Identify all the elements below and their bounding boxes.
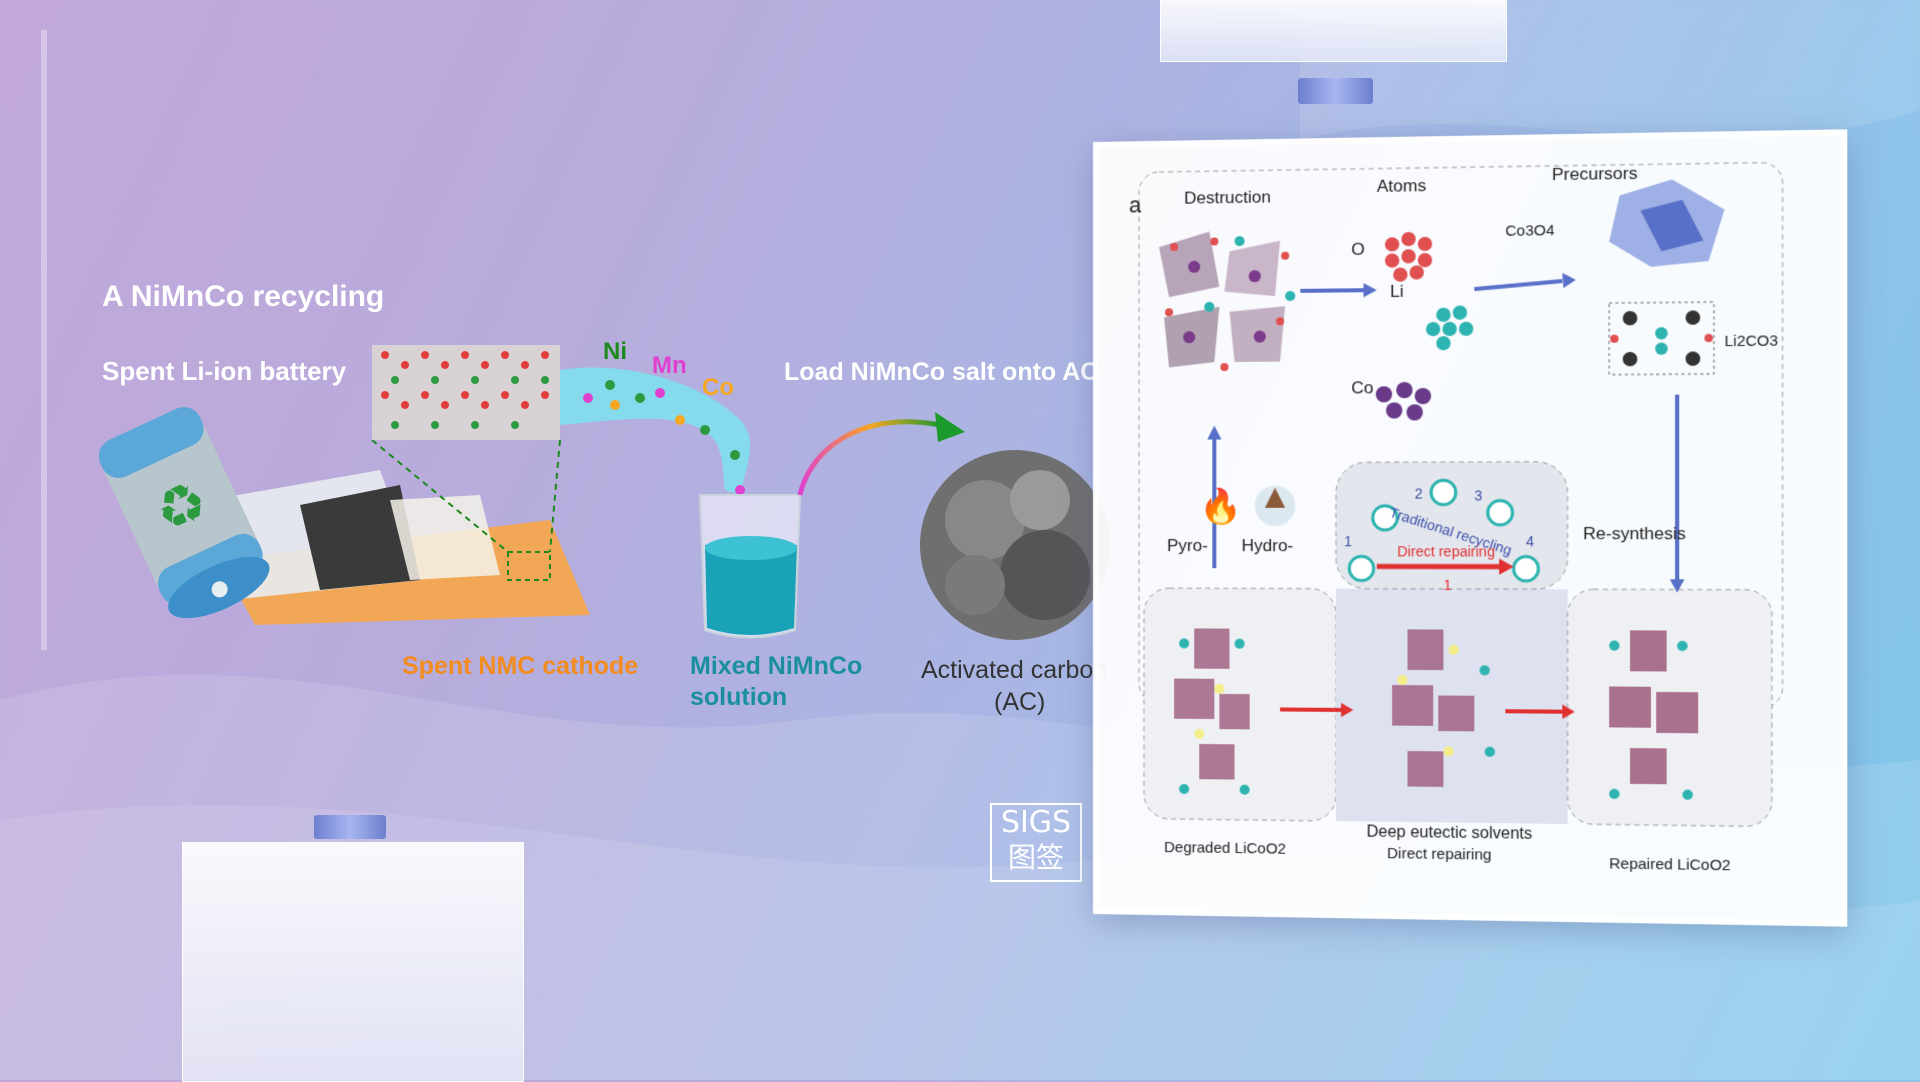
atoms-li [1426,305,1473,350]
label-step4: 4 [1526,533,1534,549]
panel-letter: a [1129,192,1141,218]
sigs-logo: SIGS 图签 [990,803,1082,882]
label-atoms: Atoms [1377,176,1426,197]
label-o: O [1351,240,1365,260]
atoms-o [1385,232,1432,282]
recycling-illustration: ♻ [0,0,1140,720]
glass-cube-top-connector [1298,78,1373,104]
label-destruction: Destruction [1184,187,1271,208]
label-resynthesis: Re-synthesis [1583,524,1686,545]
label-des: Deep eutectic solvents [1367,823,1533,843]
label-step2: 2 [1415,485,1423,501]
activated-carbon-icon [920,450,1110,640]
crystal-lattice-icon [372,345,560,440]
beaker-icon [700,495,800,638]
label-pyro: Pyro- [1167,536,1208,556]
fire-icon: 🔥 [1199,487,1242,527]
label-step1: 1 [1344,533,1352,549]
panel-graphics: 🔥 [1099,136,1828,908]
transfer-arrow [800,422,940,495]
transfer-arrowhead [935,412,965,442]
label-li2co3: Li2CO3 [1724,332,1778,350]
label-co3o4: Co3O4 [1505,222,1554,240]
lico2-recycling-panel: 🔥 a Destruction Atoms Precursors O Li Co… [1093,129,1847,926]
label-step3: 3 [1474,487,1482,503]
glass-cube-bottom [182,842,524,1082]
glass-cube-top [1160,0,1507,62]
logo-line1: SIGS [992,805,1080,841]
label-co: Co [1351,378,1373,398]
liquid-stream [560,367,750,495]
label-degraded: Degraded LiCoO2 [1164,839,1286,858]
hydro-icon [1255,486,1296,526]
label-precursors: Precursors [1552,164,1638,186]
label-direct-repairing: Direct repairing [1387,845,1492,864]
precursor-li2co3 [1609,302,1714,375]
glass-cube-bottom-connector [314,815,386,839]
label-hydro: Hydro- [1242,536,1294,556]
precursor-co3o4 [1609,179,1724,268]
logo-line2: 图签 [992,841,1080,875]
label-direct-repairing-arrow: Direct repairing [1397,543,1495,559]
label-step1b: 1 [1443,577,1451,593]
destruction-cluster [1159,230,1295,371]
label-li: Li [1390,282,1404,302]
atoms-co [1376,382,1431,421]
label-repaired: Repaired LiCoO2 [1609,855,1731,874]
